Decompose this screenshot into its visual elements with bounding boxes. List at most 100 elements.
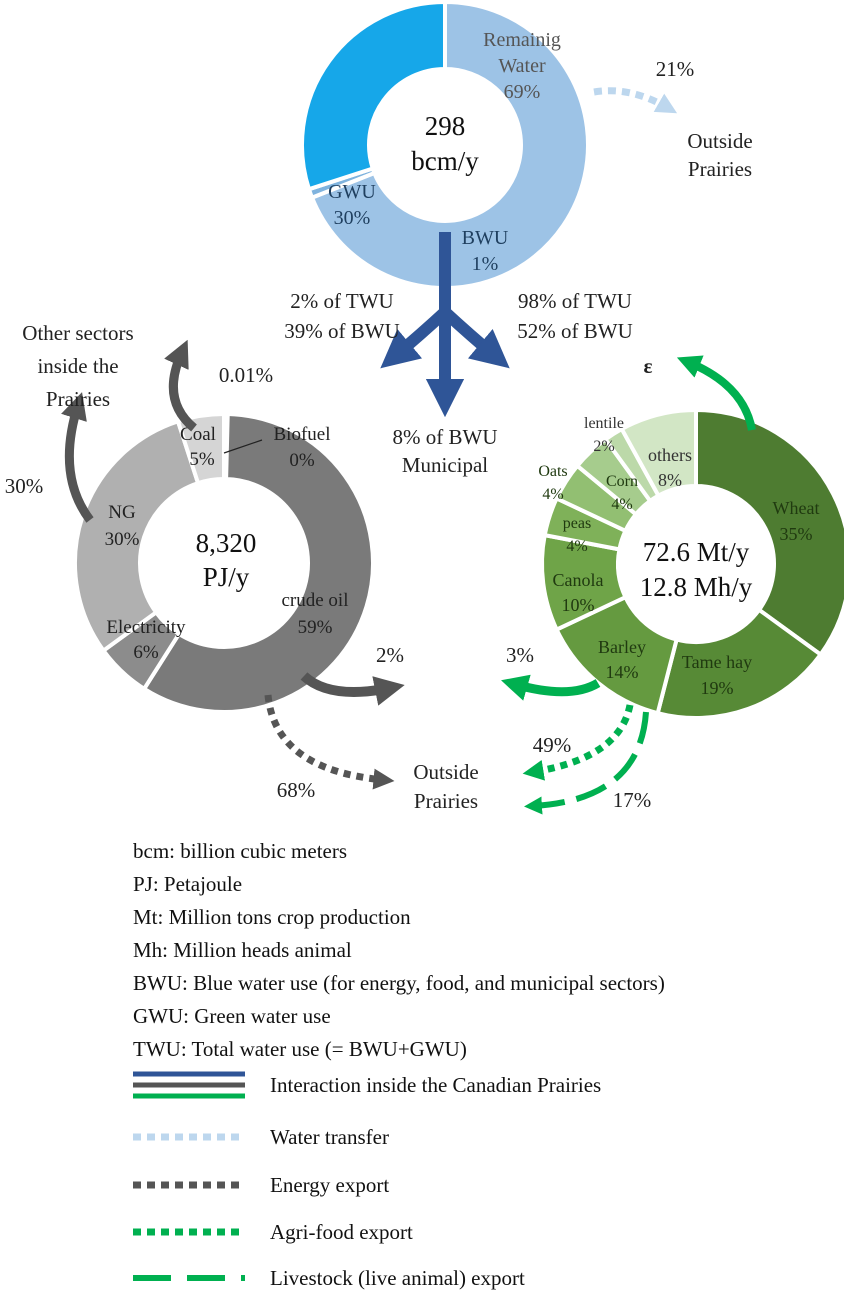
water-donut — [300, 0, 590, 290]
agri-peas-pct: 4% — [566, 538, 587, 555]
outside-prairies-line1: Outside — [413, 760, 478, 784]
outside-prairies-line2: Prairies — [414, 789, 478, 813]
energy-center-unit: PJ/y — [203, 562, 250, 592]
water-flow-left-arrow — [380, 307, 450, 369]
agri-wheat-pct: 35% — [780, 524, 813, 544]
energy-slice-coal — [175, 411, 226, 486]
legend-energy-export-label: Energy export — [270, 1173, 389, 1197]
legend: Interaction inside the Canadian Prairies… — [133, 1071, 601, 1290]
agri-canola-pct: 10% — [562, 595, 595, 615]
agri-barley-flow-pct: 3% — [506, 643, 534, 667]
agri-corn-pct: 4% — [611, 496, 632, 513]
energy-ng-pct: 30% — [105, 529, 140, 550]
flow-municipal-line2: Municipal — [402, 453, 488, 477]
energy-biofuel-label: Biofuel — [274, 424, 331, 445]
definition-pj: PJ: Petajoule — [133, 872, 242, 896]
water-gwu-label: GWU — [328, 181, 376, 203]
legend-livestock-export-label: Livestock (live animal) export — [270, 1266, 525, 1290]
agri-barley-pct: 14% — [606, 662, 639, 682]
agri-canola-label: Canola — [553, 570, 604, 590]
agri-epsilon-label: ε — [644, 354, 653, 378]
agri-food-export-pct: 49% — [533, 733, 572, 757]
definitions: bcm: billion cubic meters PJ: Petajoule … — [133, 839, 665, 1061]
agri-donut — [540, 407, 844, 720]
energy-donut — [73, 411, 375, 714]
agri-others-label: others — [648, 445, 692, 465]
energy-coal-pct: 5% — [189, 449, 215, 470]
agri-slice-tame-hay — [655, 607, 824, 720]
water-gwu-pct: 30% — [334, 207, 371, 229]
legend-interaction-label: Interaction inside the Canadian Prairies — [270, 1073, 601, 1097]
agri-lentile-label: lentile — [584, 415, 624, 432]
other-sectors-line3: Prairies — [46, 387, 110, 411]
legend-water-transfer: Water transfer — [133, 1125, 389, 1149]
energy-ng-label: NG — [108, 502, 136, 523]
energy-coal-label: Coal — [180, 424, 216, 445]
agri-peas-label: peas — [563, 515, 591, 532]
energy-crudeoil-label: crude oil — [281, 590, 348, 611]
agri-wheat-label: Wheat — [773, 498, 820, 518]
water-remaining-pct: 69% — [504, 81, 541, 103]
agri-lentile-pct: 2% — [593, 438, 614, 455]
flow-right-line1: 98% of TWU — [518, 289, 632, 313]
legend-water-transfer-label: Water transfer — [270, 1125, 389, 1149]
energy-oil-flow-pct: 2% — [376, 643, 404, 667]
agri-others-pct: 8% — [658, 470, 682, 490]
water-center-value: 298 — [425, 111, 466, 141]
energy-ng-flow-arrow — [61, 392, 94, 523]
agri-livestock-export-pct: 17% — [613, 788, 652, 812]
agri-oats-pct: 4% — [542, 486, 563, 503]
agri-barley-flow-arrow — [501, 674, 601, 701]
legend-interaction: Interaction inside the Canadian Prairies — [133, 1071, 601, 1099]
water-slice-remainig — [309, 0, 590, 290]
energy-biofuel-leader — [223, 439, 263, 454]
energy-electricity-label: Electricity — [106, 617, 186, 638]
energy-coal-flow-pct: 0.01% — [219, 363, 273, 387]
flow-municipal-line1: 8% of BWU — [393, 425, 498, 449]
agri-livestock-export-arrow — [524, 711, 649, 815]
energy-ng-flow-pct: 30% — [5, 474, 44, 498]
agri-center-crop: 72.6 Mt/y — [643, 537, 750, 567]
flow-left-line1: 2% of TWU — [290, 289, 393, 313]
definition-bwu: BWU: Blue water use (for energy, food, a… — [133, 971, 665, 995]
agri-food-export-arrow — [522, 704, 634, 781]
water-center-unit: bcm/y — [411, 146, 479, 176]
agri-slice-others — [619, 407, 698, 499]
agri-epsilon-flow-arrow — [676, 355, 756, 431]
agri-tamehay-pct: 19% — [701, 678, 734, 698]
water-bwu-pct: 1% — [472, 253, 499, 275]
legend-agrifood-export-label: Agri-food export — [270, 1220, 413, 1244]
water-bwu-label: BWU — [462, 227, 509, 249]
energy-slice-crude-oil — [141, 411, 375, 714]
water-transfer-arrow — [593, 87, 678, 114]
water-labels: Remainig Water 69% GWU 30% BWU 1% 298 bc… — [328, 29, 561, 275]
legend-agrifood-export: Agri-food export — [133, 1220, 413, 1244]
energy-export-arrow — [264, 694, 395, 790]
legend-energy-export: Energy export — [133, 1173, 389, 1197]
energy-export-pct: 68% — [277, 778, 316, 802]
agri-barley-label: Barley — [598, 637, 646, 657]
energy-coal-flow-arrow — [164, 339, 197, 432]
definition-mh: Mh: Million heads animal — [133, 938, 352, 962]
definition-mt: Mt: Million tons crop production — [133, 905, 411, 929]
flow-right-line2: 52% of BWU — [517, 319, 632, 343]
agri-corn-label: Corn — [606, 473, 638, 490]
water-slice-gwu — [300, 0, 447, 192]
definition-bcm: bcm: billion cubic meters — [133, 839, 347, 863]
agri-oats-label: Oats — [538, 463, 567, 480]
water-flow-right-arrow — [440, 307, 510, 369]
other-sectors-line2: inside the — [37, 354, 118, 378]
definition-twu: TWU: Total water use (= BWU+GWU) — [133, 1037, 467, 1061]
water-remaining-label: Remainig — [483, 29, 561, 51]
energy-oil-flow-arrow — [300, 672, 405, 706]
flow-left-line2: 39% of BWU — [284, 319, 399, 343]
definition-gwu: GWU: Green water use — [133, 1004, 331, 1028]
water-transfer-pct: 21% — [656, 57, 695, 81]
water-flow-arrows — [380, 232, 510, 418]
agri-center-livestock: 12.8 Mh/y — [640, 572, 753, 602]
legend-livestock-export: Livestock (live animal) export — [133, 1266, 525, 1290]
energy-electricity-pct: 6% — [133, 642, 159, 663]
water-outside-label1: Outside — [687, 129, 752, 153]
energy-biofuel-pct: 0% — [289, 450, 315, 471]
